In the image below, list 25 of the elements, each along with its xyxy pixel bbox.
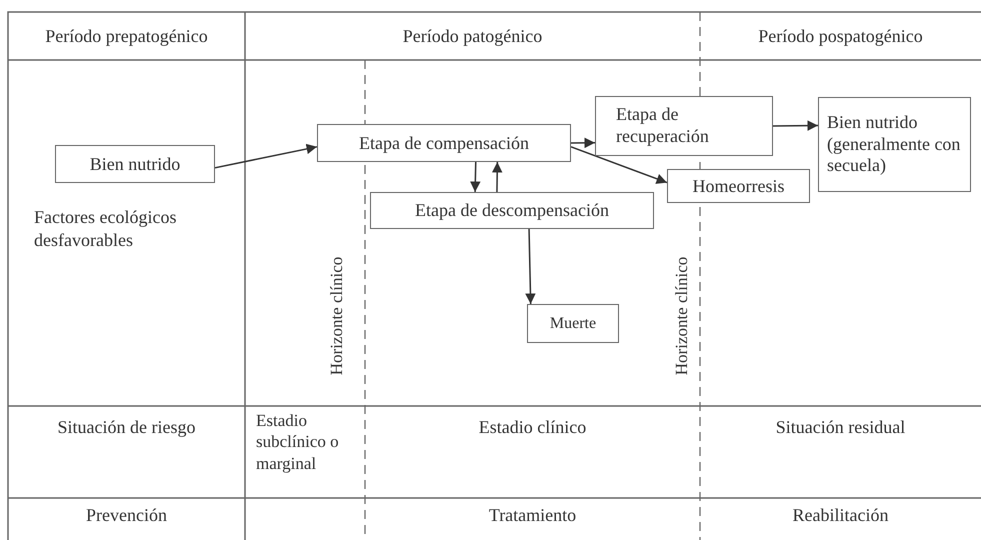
stage-box: Etapa de compensación [317,124,571,162]
arrow [773,120,818,131]
stage-box: Etapa de descompensación [370,192,654,229]
arrow [570,146,668,184]
table-text: Situación de riesgo [56,416,196,439]
table-text: Estadio clínico [478,416,588,439]
table-text: Tratamiento [488,504,578,527]
table-text: Prevención [85,504,168,527]
table-text: Estadio subclínico o marginal [256,410,340,474]
table-text: Situación residual [774,416,906,439]
table-text: Período patogénico [402,24,544,48]
stage-box: Etapa de recuperación [595,96,773,156]
table-text: Período prepatogénico [44,24,209,48]
stage-box: Bien nutrido [55,145,215,183]
table-text: Reabilitación [792,504,890,527]
arrow [571,138,595,148]
stage-box: Muerte [527,304,619,343]
table-text: Período pospatogénico [757,24,924,48]
arrow [525,228,536,304]
arrow [470,162,481,192]
arrow [492,162,502,192]
stage-box: Bien nutrido (generalmente con secuela) [818,97,971,192]
arrow [214,144,318,169]
stage-box: Homeorresis [667,169,810,203]
table-text: Factores ecológicos desfavorables [34,206,178,252]
